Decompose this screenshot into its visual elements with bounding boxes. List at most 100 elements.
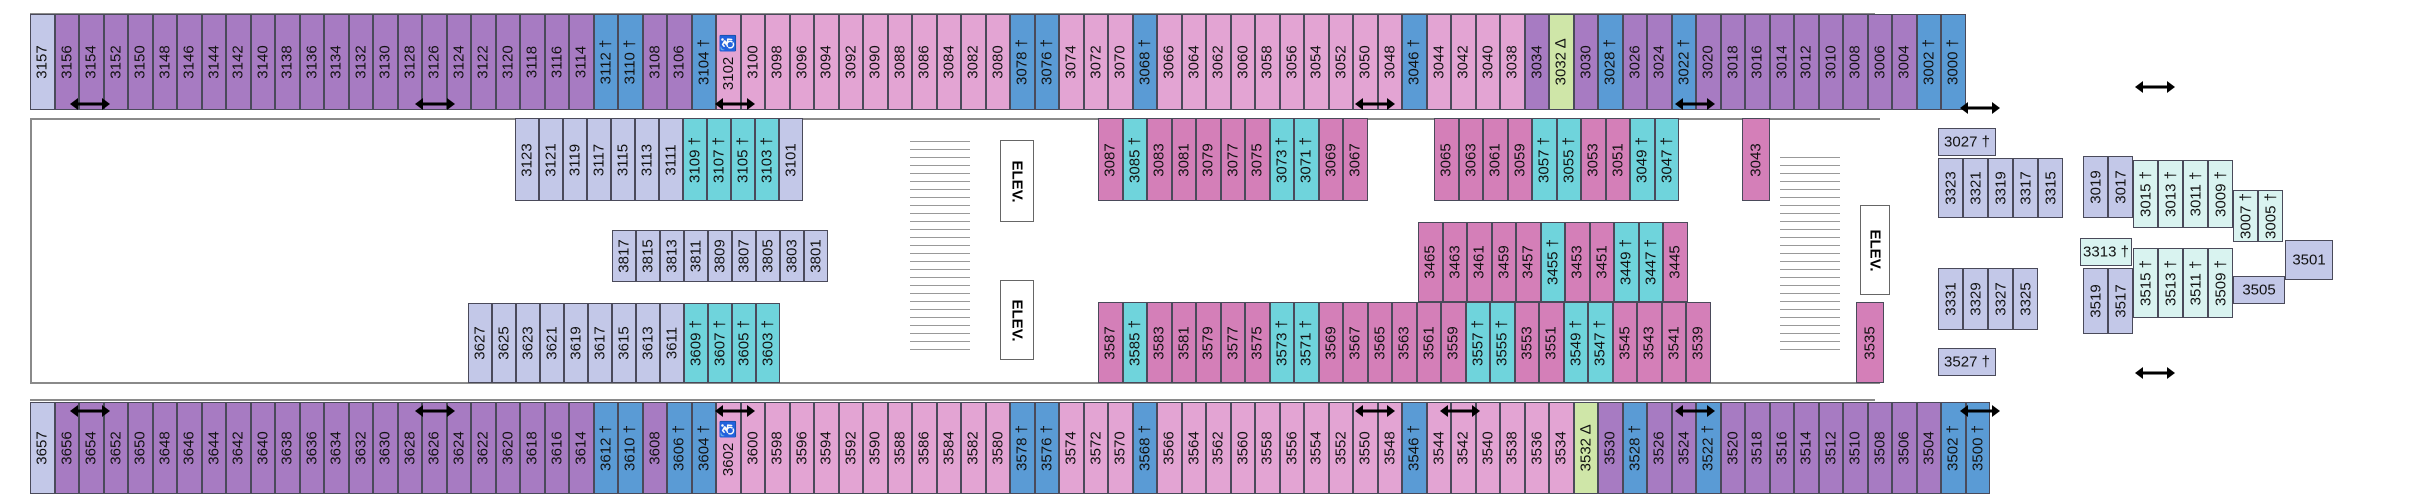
cabin[interactable]: 3138 [275, 14, 300, 110]
cabin[interactable]: 3803 [780, 230, 804, 282]
cabin[interactable]: 3627 [468, 303, 492, 383]
cabin[interactable]: 3520 [1720, 402, 1745, 494]
cabin[interactable]: 3047 † [1654, 118, 1679, 201]
cabin[interactable]: 3801 [804, 230, 828, 282]
cabin[interactable]: 3582 [961, 402, 986, 494]
cabin[interactable]: 3017 [2108, 156, 2133, 218]
cabin[interactable]: 3562 [1206, 402, 1231, 494]
cabin[interactable]: 3073 † [1269, 118, 1294, 201]
cabin[interactable]: 3146 [177, 14, 202, 110]
cabin[interactable]: 3082 [961, 14, 986, 110]
cabin[interactable]: 3512 [1818, 402, 1843, 494]
cabin[interactable]: 3317 [2013, 158, 2038, 218]
cabin[interactable]: 3636 [299, 402, 324, 494]
cabin[interactable]: 3644 [201, 402, 226, 494]
cabin[interactable]: 3545 [1612, 302, 1637, 383]
cabin[interactable]: 3117 [587, 118, 611, 201]
cabin[interactable]: 3079 [1196, 118, 1221, 201]
cabin[interactable]: 3009 † [2208, 160, 2233, 228]
cabin[interactable]: 3142 [226, 14, 251, 110]
cabin[interactable]: 3098 [765, 14, 790, 110]
cabin[interactable]: 3011 † [2183, 160, 2208, 228]
cabin[interactable]: 3587 [1098, 302, 1123, 383]
cabin[interactable]: 3565 [1367, 302, 1392, 383]
cabin[interactable]: 3058 [1255, 14, 1280, 110]
cabin[interactable]: 3548 [1377, 402, 1402, 494]
cabin[interactable]: 3078 † [1010, 14, 1035, 110]
cabin[interactable]: 3502 † [1941, 402, 1966, 494]
cabin[interactable]: 3013 † [2158, 160, 2183, 228]
cabin[interactable]: 3321 [1963, 158, 1988, 218]
cabin[interactable]: 3610 † [618, 402, 643, 494]
cabin[interactable]: 3552 [1328, 402, 1353, 494]
cabin[interactable]: 3463 [1442, 222, 1467, 302]
cabin[interactable]: 3511 † [2183, 248, 2208, 318]
cabin[interactable]: 3638 [275, 402, 300, 494]
cabin[interactable]: 3558 [1255, 402, 1280, 494]
cabin[interactable]: 3065 [1434, 118, 1459, 201]
cabin[interactable]: 3015 † [2133, 160, 2158, 228]
cabin[interactable]: 3059 [1507, 118, 1532, 201]
cabin[interactable]: 3112 † [593, 14, 618, 110]
cabin[interactable]: 3532 ∆ [1573, 402, 1598, 494]
cabin[interactable]: 3094 [814, 14, 839, 110]
cabin[interactable]: 3002 † [1916, 14, 1941, 110]
cabin[interactable]: 3107 † [707, 118, 731, 201]
cabin[interactable]: 3811 [684, 230, 708, 282]
cabin[interactable]: 3549 † [1563, 302, 1588, 383]
cabin[interactable]: 3584 [936, 402, 961, 494]
cabin[interactable]: 3604 † [691, 402, 716, 494]
cabin[interactable]: 3817 [612, 230, 636, 282]
cabin[interactable]: 3144 [201, 14, 226, 110]
cabin[interactable]: 3608 [642, 402, 667, 494]
cabin[interactable]: 3461 [1467, 222, 1492, 302]
cabin[interactable]: 3110 † [618, 14, 643, 110]
cabin[interactable]: 3590 [863, 402, 888, 494]
cabin[interactable]: 3049 † [1630, 118, 1655, 201]
cabin[interactable]: 3805 [756, 230, 780, 282]
cabin[interactable]: 3585 † [1122, 302, 1147, 383]
cabin[interactable]: 3617 [588, 303, 612, 383]
cabin[interactable]: 3096 [789, 14, 814, 110]
cabin[interactable]: 3014 [1769, 14, 1794, 110]
cabin[interactable]: 3121 [539, 118, 563, 201]
cabin[interactable]: 3000 † [1941, 14, 1966, 110]
cabin[interactable]: 3106 [667, 14, 692, 110]
cabin[interactable]: 3567 [1343, 302, 1368, 383]
cabin[interactable]: 3569 [1318, 302, 1343, 383]
cabin[interactable]: 3807 [732, 230, 756, 282]
cabin[interactable]: 3048 [1377, 14, 1402, 110]
cabin[interactable]: 3083 [1147, 118, 1172, 201]
cabin[interactable]: 3620 [495, 402, 520, 494]
cabin[interactable]: 3108 [642, 14, 667, 110]
cabin[interactable]: 3526 [1647, 402, 1672, 494]
cabin[interactable]: 3113 [635, 118, 659, 201]
cabin[interactable]: 3076 † [1034, 14, 1059, 110]
cabin[interactable]: 3809 [708, 230, 732, 282]
cabin[interactable]: 3027 † [1938, 128, 1996, 156]
cabin[interactable]: 3612 † [593, 402, 618, 494]
cabin[interactable]: 3060 [1230, 14, 1255, 110]
cabin[interactable]: 3010 [1818, 14, 1843, 110]
cabin[interactable]: 3122 [471, 14, 496, 110]
cabin[interactable]: 3614 [569, 402, 594, 494]
cabin[interactable]: 3157 [30, 14, 55, 110]
cabin[interactable]: 3064 [1181, 14, 1206, 110]
cabin[interactable]: 3449 † [1614, 222, 1639, 302]
cabin[interactable]: 3052 [1328, 14, 1353, 110]
cabin[interactable]: 3100 [740, 14, 765, 110]
cabin[interactable]: 3044 [1426, 14, 1451, 110]
cabin[interactable]: 3519 [2083, 268, 2108, 334]
cabin[interactable]: 3132 [348, 14, 373, 110]
cabin[interactable]: 3654 [79, 402, 104, 494]
cabin[interactable]: 3072 [1083, 14, 1108, 110]
cabin[interactable]: 3018 [1720, 14, 1745, 110]
cabin[interactable]: 3124 [446, 14, 471, 110]
cabin[interactable]: 3077 [1220, 118, 1245, 201]
cabin[interactable]: 3134 [324, 14, 349, 110]
cabin[interactable]: 3517 [2108, 268, 2133, 334]
cabin[interactable]: 3586 [912, 402, 937, 494]
cabin[interactable]: 3551 [1539, 302, 1564, 383]
cabin[interactable]: 3657 [30, 402, 55, 494]
cabin[interactable]: 3012 [1794, 14, 1819, 110]
